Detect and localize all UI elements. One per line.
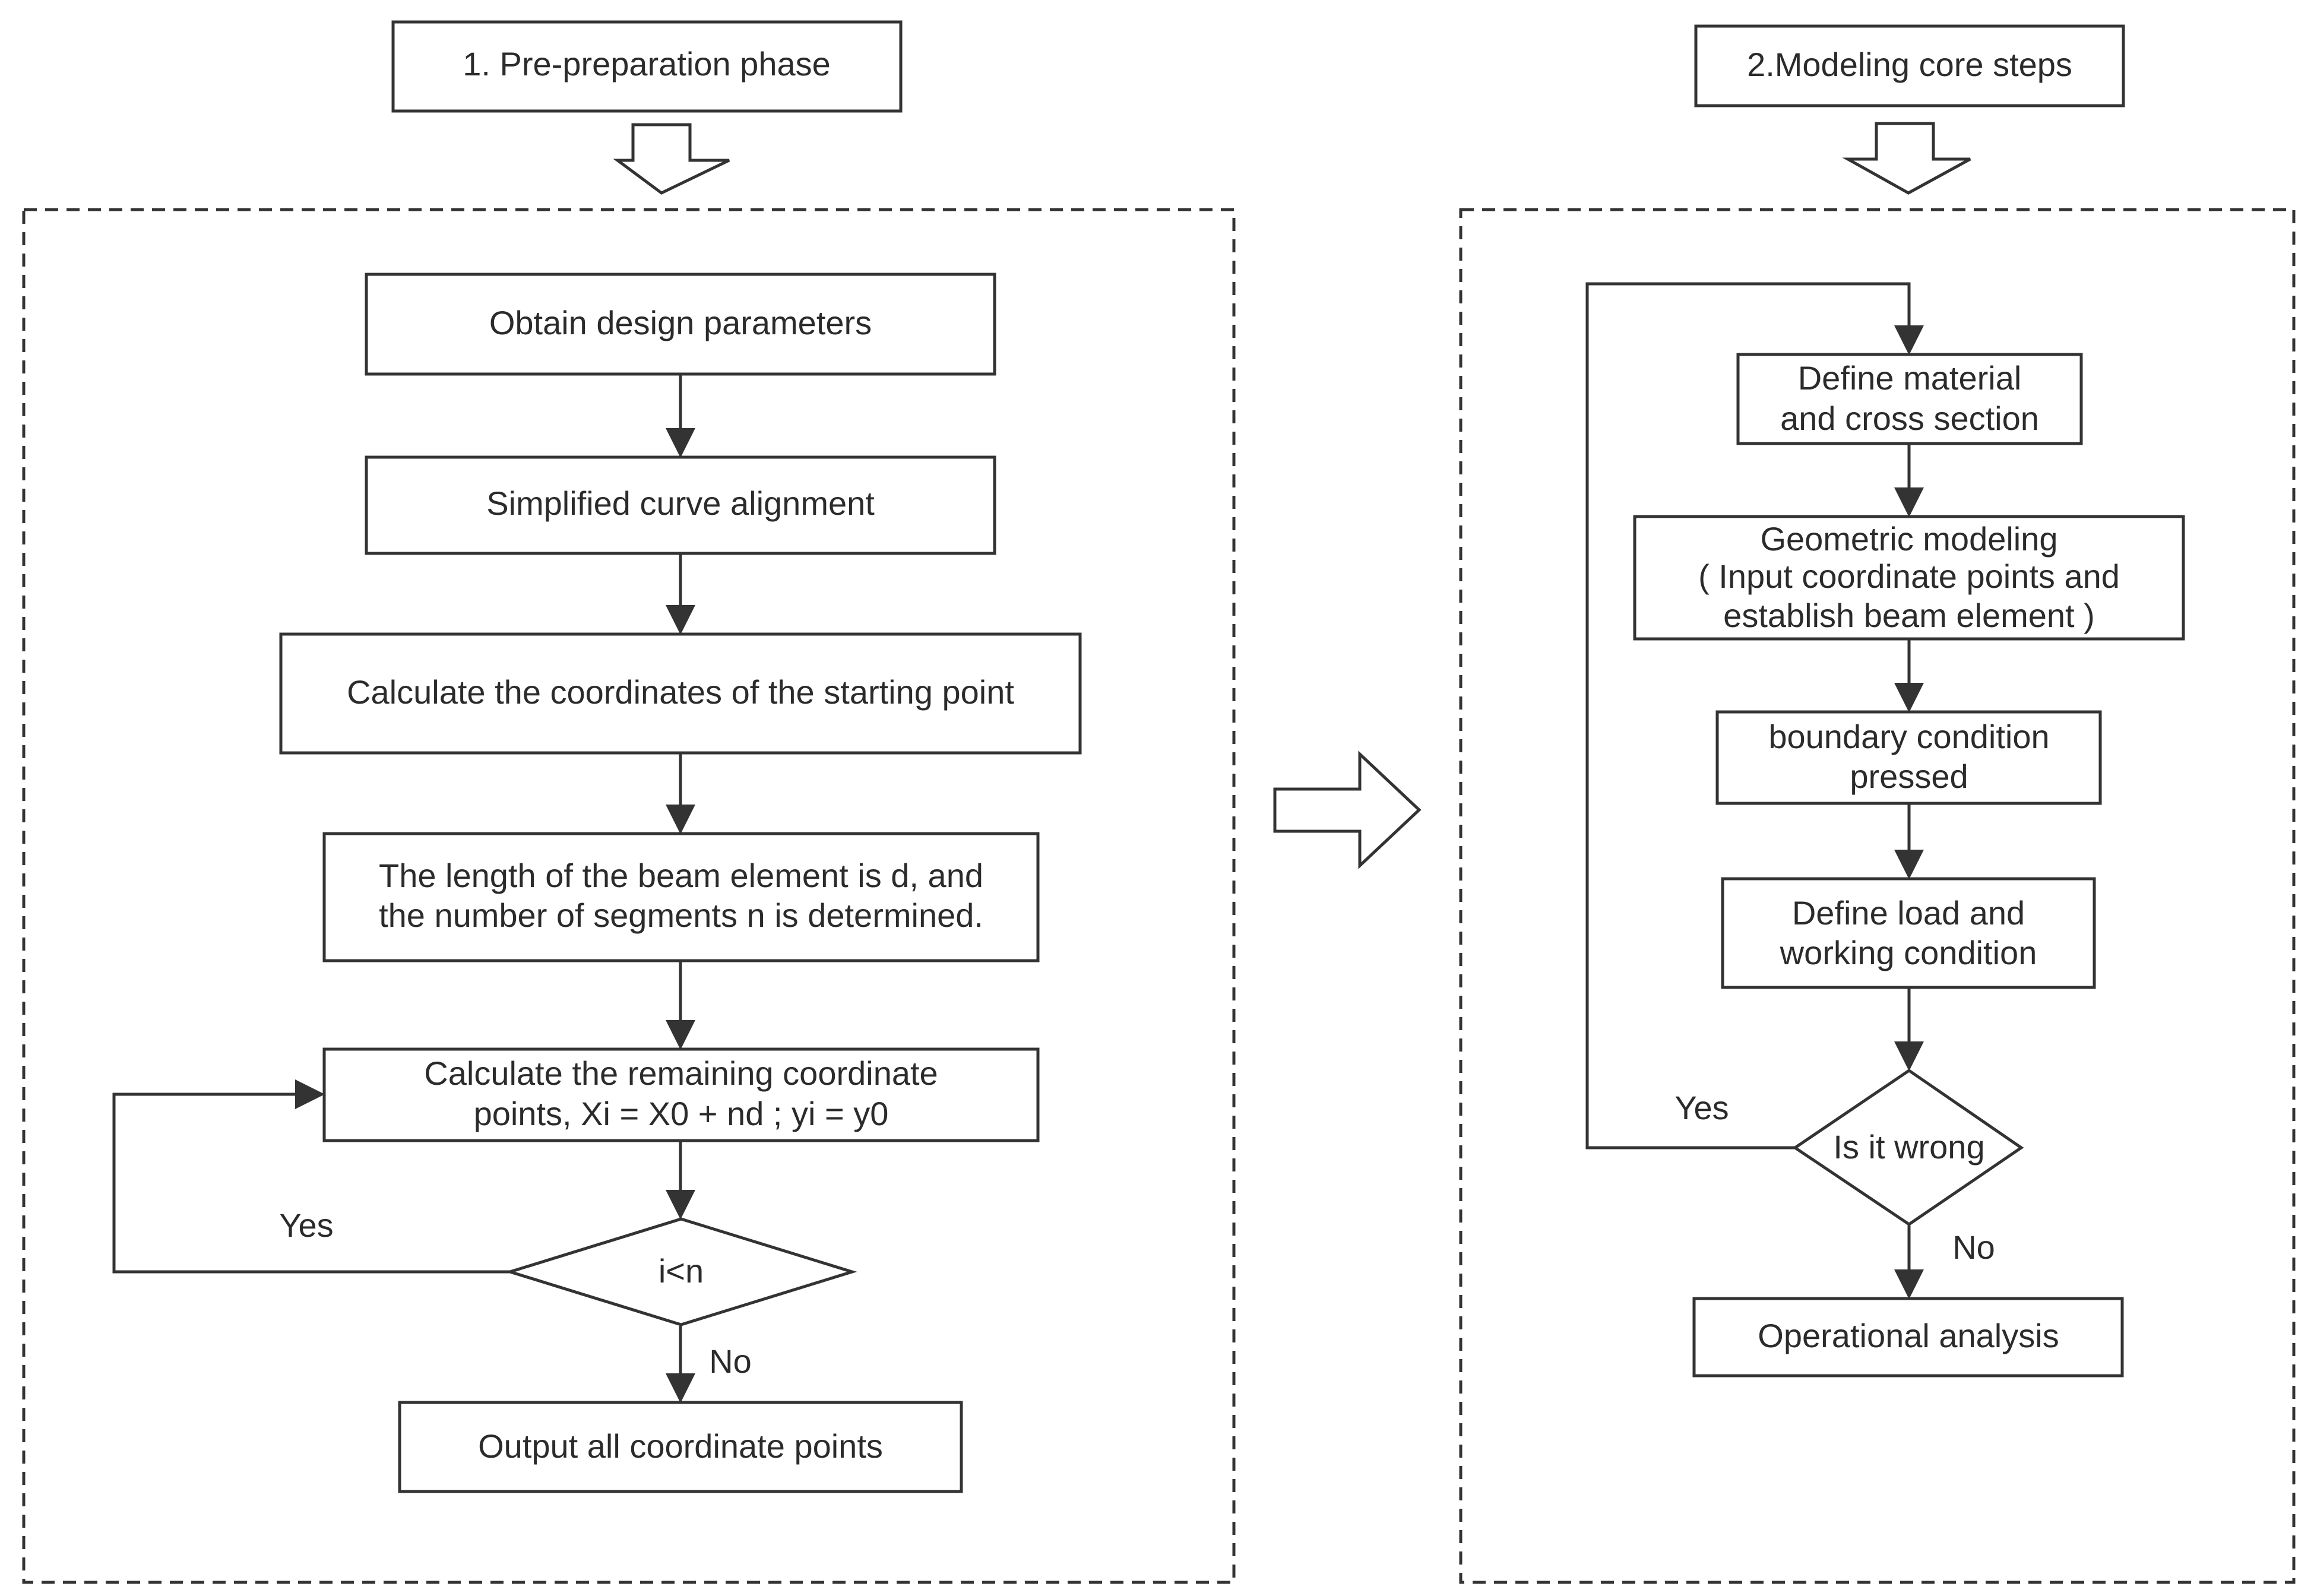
dashed-container-left bbox=[22, 208, 1236, 1584]
step-output-text: Output all coordinate points bbox=[478, 1427, 883, 1465]
step-box-obtain bbox=[365, 273, 996, 376]
arrow-loop-yes-left bbox=[112, 1079, 510, 1274]
decision-diamond-right bbox=[1792, 1068, 2024, 1227]
no-label-right: No bbox=[1952, 1228, 1995, 1266]
step-start-coords-text: Calculate the coordinates of the startin… bbox=[347, 673, 1014, 711]
dashed-container-right bbox=[1459, 208, 2296, 1584]
step-load-text-1: Define load and bbox=[1792, 894, 2025, 932]
step-box-boundary bbox=[1715, 710, 2102, 805]
phase-title-box-left bbox=[391, 20, 903, 113]
phase-title-box-right bbox=[1694, 24, 2125, 107]
step-geo-text-2: ( Input coordinate points and bbox=[1698, 558, 2120, 595]
step-remaining-text-2: points, Xi = X0 + nd ; yi = y0 bbox=[474, 1095, 889, 1132]
step-material-text-2: and cross section bbox=[1780, 400, 2039, 437]
step-remaining-text-1: Calculate the remaining coordinate bbox=[424, 1054, 938, 1092]
step-box-length bbox=[322, 832, 1040, 962]
step-obtain-text: Obtain design parameters bbox=[489, 304, 872, 341]
yes-label-left: Yes bbox=[279, 1206, 333, 1244]
step-box-remaining bbox=[322, 1047, 1040, 1142]
step-box-load bbox=[1721, 877, 2096, 989]
step-load-text-2: working condition bbox=[1780, 934, 2037, 971]
step-material-text-1: Define material bbox=[1798, 359, 2022, 397]
step-boundary-text-1: boundary condition bbox=[1768, 718, 2049, 755]
step-box-geometric bbox=[1633, 515, 2185, 641]
step-boundary-text-2: pressed bbox=[1850, 758, 1968, 795]
step-box-analysis bbox=[1692, 1297, 2124, 1378]
phase-title-left: 1. Pre-preparation phase bbox=[463, 45, 831, 83]
left-panel: 1. Pre-preparation phase Obtain design p… bbox=[22, 20, 1236, 1584]
decision-right-text: Is it wrong bbox=[1833, 1128, 1984, 1166]
right-panel: 2.Modeling core steps Define material an… bbox=[1459, 24, 2296, 1584]
step-geo-text-3: establish beam element ) bbox=[1723, 597, 2095, 634]
step-length-text-1: The length of the beam element is d, and bbox=[379, 857, 983, 894]
step-box-material bbox=[1736, 353, 2083, 445]
step-simplified-text: Simplified curve alignment bbox=[486, 484, 875, 522]
arrow-loop-yes-right bbox=[1585, 282, 1924, 1150]
no-label-left: No bbox=[709, 1342, 752, 1380]
hollow-down-arrow-left bbox=[613, 123, 730, 195]
decision-diamond-left bbox=[505, 1217, 857, 1326]
step-analysis-text: Operational analysis bbox=[1758, 1317, 2059, 1354]
decision-left-text: i<n bbox=[659, 1252, 704, 1290]
step-length-text-2: the number of segments n is determined. bbox=[379, 897, 983, 934]
yes-label-right: Yes bbox=[1674, 1089, 1729, 1126]
step-geo-text-1: Geometric modeling bbox=[1760, 520, 2057, 558]
hollow-right-arrow-center bbox=[1273, 750, 1422, 869]
step-box-start-coords bbox=[279, 632, 1082, 755]
hollow-down-arrow-right bbox=[1842, 122, 1971, 195]
phase-title-right: 2.Modeling core steps bbox=[1747, 46, 2072, 83]
